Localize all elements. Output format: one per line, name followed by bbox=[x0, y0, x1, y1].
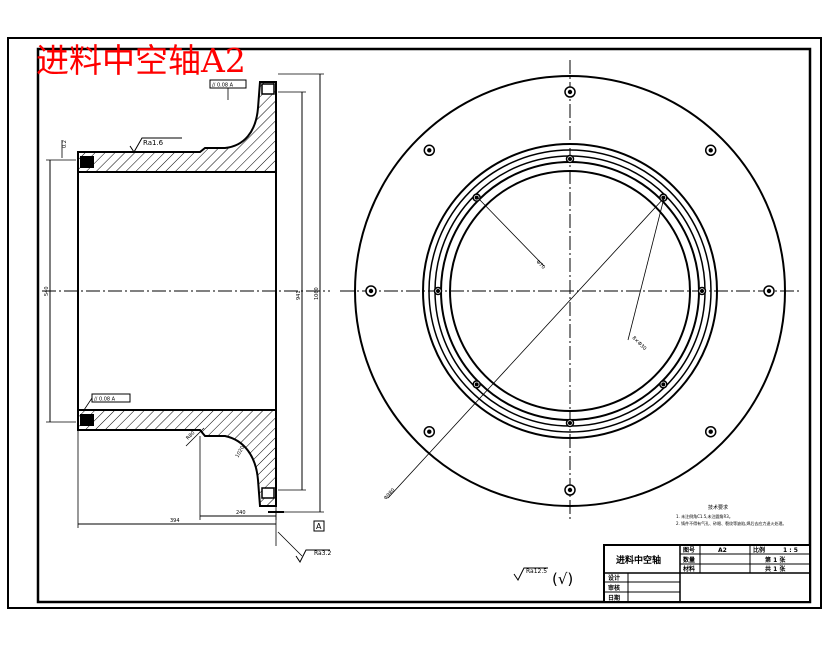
lower-wall-section bbox=[77, 409, 277, 507]
bolt-hole-section-top bbox=[261, 83, 275, 95]
section-view: 540 941 1060 394 240 R80 1020 0.2 // 0.0… bbox=[42, 73, 331, 563]
tb-qty-label: 数量 bbox=[683, 556, 695, 564]
outer-bolt-hole-center bbox=[708, 148, 713, 153]
tb-scale: 1 : 5 bbox=[783, 547, 798, 554]
outer-bolt-hole-center bbox=[766, 288, 772, 294]
inner-bolt-holes bbox=[433, 154, 707, 428]
outer-bolt-hole-center bbox=[427, 148, 432, 153]
leader-radius bbox=[185, 427, 205, 447]
inner-bolt-hole-center bbox=[568, 157, 572, 161]
tech-line-1: 1. 未注倒角C1.5,未注圆角R3。 bbox=[676, 513, 733, 519]
upper-wall-section bbox=[77, 81, 277, 173]
leader-hole-pcd bbox=[627, 197, 665, 341]
outer-border bbox=[7, 37, 822, 609]
title-block: 进料中空轴 图号 A2 比例 1 : 5 数量 材料 第 1 张 共 1 张 设… bbox=[603, 544, 811, 603]
svg-text:// 0.08 A: // 0.08 A bbox=[212, 83, 234, 89]
inner-bolt-hole-center bbox=[436, 289, 440, 293]
svg-text:Ra3.2: Ra3.2 bbox=[314, 550, 331, 557]
dim-length-hub: 240 bbox=[236, 510, 246, 516]
dim-radius: R80 bbox=[185, 430, 196, 441]
svg-text:// 0.08 A: // 0.08 A bbox=[94, 397, 116, 403]
svg-text:Ra1.6: Ra1.6 bbox=[143, 139, 164, 147]
tb-material-label: 材料 bbox=[682, 565, 695, 573]
dim-chamfer: 0.2 bbox=[62, 140, 68, 148]
inner-border bbox=[36, 47, 812, 604]
inner-bolt-hole-center bbox=[474, 382, 479, 387]
tb-part-name: 进料中空轴 bbox=[616, 554, 661, 566]
dim-small-dia: 1020 bbox=[235, 445, 247, 459]
roughness-symbol-side: Ra3.2 bbox=[277, 531, 331, 563]
outer-bolt-hole-center bbox=[708, 429, 713, 434]
dim-hole-dia: Φ70 bbox=[535, 259, 547, 271]
tech-heading: 技术要求 bbox=[708, 504, 728, 511]
seal-groove-bottom bbox=[80, 414, 94, 426]
tb-designer-label: 设计 bbox=[608, 574, 620, 582]
end-view: Φ70 8×Φ30 Φ980 bbox=[340, 60, 800, 520]
tb-sheet: 第 1 张 bbox=[764, 556, 786, 564]
inner-bolt-hole-center bbox=[661, 382, 666, 387]
dim-hole-pcd: 8×Φ30 bbox=[631, 335, 648, 352]
tech-requirements: 技术要求 1. 未注倒角C1.5,未注圆角R3。 2. 铸件不得有气孔、砂眼、裂… bbox=[676, 504, 786, 526]
datum-marker: A bbox=[268, 510, 325, 532]
leader-pcd bbox=[387, 197, 665, 499]
tech-line-2: 2. 铸件不得有气孔、砂眼、裂纹等缺陷,焊后去应力退火处理。 bbox=[676, 520, 786, 526]
dim-flange-dia: 941 bbox=[296, 290, 302, 300]
tb-checker-label: 审核 bbox=[608, 584, 620, 592]
outer-bolt-hole-center bbox=[427, 429, 432, 434]
dim-overall-dia: 1060 bbox=[314, 287, 320, 300]
tb-total: 共 1 张 bbox=[765, 565, 786, 573]
dim-bore: 540 bbox=[44, 286, 50, 296]
tb-drawing-no: A2 bbox=[718, 547, 727, 554]
dim-length-main: 394 bbox=[170, 518, 180, 524]
outer-bolt-holes bbox=[365, 86, 775, 496]
outer-bolt-hole-center bbox=[368, 288, 374, 294]
seal-groove-top bbox=[80, 156, 94, 168]
outer-bolt-hole-center bbox=[567, 89, 573, 95]
inner-bolt-hole-center bbox=[700, 289, 704, 293]
leader-hole-dia bbox=[477, 197, 545, 267]
svg-text:Ra12.5: Ra12.5 bbox=[526, 568, 547, 575]
outer-bolt-hole-center bbox=[567, 487, 573, 493]
inner-bolt-hole-center bbox=[661, 195, 666, 200]
general-roughness-paren: (√) bbox=[552, 570, 573, 588]
inner-bolt-hole-center bbox=[474, 195, 479, 200]
tb-drawing-no-label: 图号 bbox=[683, 546, 695, 554]
roughness-symbol-main: Ra1.6 bbox=[129, 137, 182, 153]
tolerance-frame-bottom: // 0.08 A bbox=[83, 393, 131, 411]
tb-date-label: 日期 bbox=[608, 594, 620, 602]
bolt-hole-section-bottom bbox=[261, 487, 275, 499]
inner-bolt-hole-center bbox=[568, 421, 572, 425]
tolerance-frame-top: // 0.08 A bbox=[209, 79, 247, 100]
svg-text:A: A bbox=[316, 522, 322, 531]
dim-pcd: Φ980 bbox=[383, 487, 396, 501]
tb-scale-label: 比例 bbox=[753, 546, 765, 554]
general-roughness: Ra12.5 (√) bbox=[513, 567, 573, 588]
overlay-title: 进料中空轴A2 bbox=[36, 41, 246, 80]
